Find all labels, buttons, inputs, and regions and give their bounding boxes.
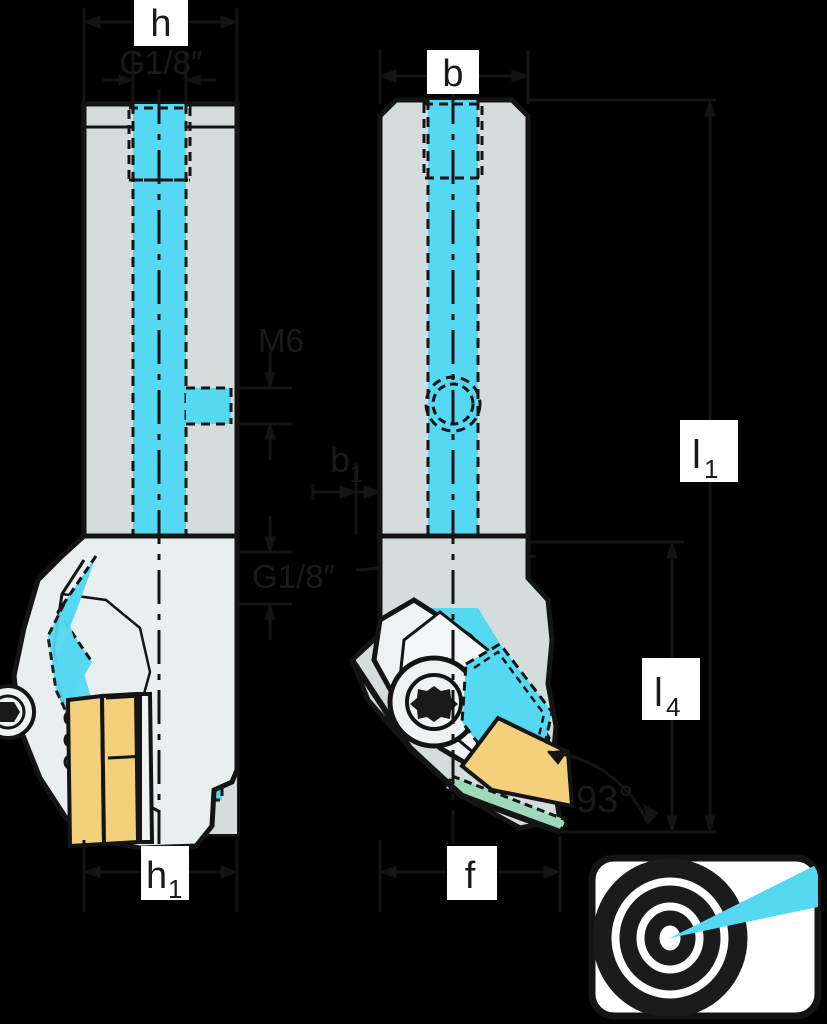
dim-label-h1: h 1 [141,846,189,904]
precision-coolant-icon [588,854,822,1020]
dim-label-b1: b 1 [330,439,363,488]
svg-text:1: 1 [350,461,363,488]
front-view-group [0,90,240,851]
side-view-cutting-insert [443,715,575,834]
svg-text:h: h [146,855,167,897]
dim-label-m6: M6 [258,322,304,359]
side-view-head [349,533,575,835]
dim-label-h: h [150,3,171,45]
svg-text:b: b [330,439,350,480]
dim-label-g18-mid: G1/8″ [252,558,336,595]
svg-text:l: l [654,671,663,715]
svg-text:1: 1 [168,874,182,904]
dim-label-f: f [465,855,476,897]
svg-text:l: l [692,433,701,477]
dimension-labels: h G1/8″ M6 G1/8″ b 1 b l 1 l 4 93° [119,0,738,904]
svg-text:1: 1 [704,454,718,484]
dim-label-g18-top: G1/8″ [119,44,203,81]
side-view-group [349,90,575,846]
dim-label-b: b [442,53,463,95]
front-view-coolant-channel [127,104,233,540]
svg-text:4: 4 [666,692,680,722]
target-rings [592,858,748,1016]
dim-label-angle: 93° [576,779,633,821]
side-view-torx-screw [387,655,481,749]
front-view-torx-screw [0,684,36,740]
dimension-lines [82,8,716,912]
dim-label-l4: l 4 [642,658,700,722]
front-view-head [0,533,240,851]
front-view-cutting-insert [65,691,155,849]
dim-label-l1: l 1 [680,420,738,484]
